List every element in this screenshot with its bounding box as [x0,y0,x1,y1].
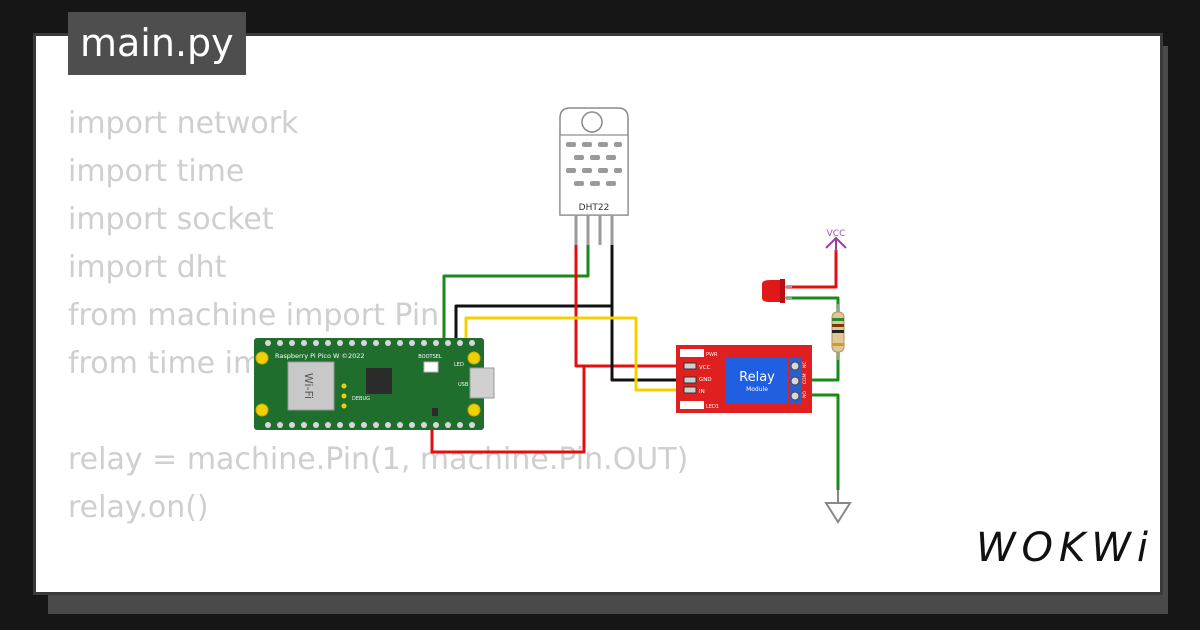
wire-resistor-relay [810,352,840,382]
relay-pin-label: GND [699,377,712,383]
relay-terminal-label: NC [802,361,808,368]
relay-module[interactable]: Relay Module PWR LED1 VCC GND IN NC COM … [676,345,812,413]
pico-bootsel-button[interactable] [423,361,439,373]
led[interactable] [762,279,792,303]
relay-terminal-label: COM [802,373,808,384]
pico-label: Raspberry Pi Pico W ©2022 [275,352,365,360]
relay-pwr-led [680,349,704,357]
relay-pin-label: VCC [699,365,711,371]
dht22-vents [566,142,622,186]
vcc-symbol: VCC [825,229,847,252]
wires [430,245,840,490]
relay-terminal-screws [790,361,800,401]
relay-terminal-label: NO [802,391,808,398]
relay-pwr-label: PWR [706,352,718,358]
pico-regulator [432,408,438,416]
code-line: import network [68,106,299,141]
pico-wifi-label: Wi-Fi [302,373,315,399]
dht22-sensor[interactable]: DHT22 [559,107,629,245]
pico-top-pins [265,340,475,346]
wire-dht-vcc [574,245,688,368]
wire-led-resistor [786,296,840,312]
pico-mount-holes [255,351,481,417]
pico-wifi-module [287,361,335,411]
pico-bootsel-label: BOOTSEL [418,354,442,360]
pico-usb-port[interactable] [469,367,495,399]
ground-symbol [824,490,852,524]
code-line: import socket [68,202,274,237]
ground-icon [824,502,852,524]
pico-debug-pads [341,383,347,409]
relay-led1 [680,401,704,409]
code-line: from machine import Pin [68,298,440,333]
relay-input-pins [683,362,697,394]
code-line: relay.on() [68,490,209,525]
dht22-label: DHT22 [579,203,610,213]
pico-led-label: LED [454,362,464,368]
wokwi-logo: WOKWi [976,525,1154,571]
pico-board[interactable]: Raspberry Pi Pico W ©2022 Wi-Fi BOOTSEL … [254,338,495,430]
wire-relay-gnd-out [810,393,840,490]
file-tab[interactable]: main.py [68,12,246,75]
code-line: import dht [68,250,227,285]
wire-pico-vcc [430,366,586,454]
resistor[interactable] [831,304,845,360]
code-line: import time [68,154,245,189]
wire-relay-in [464,316,688,392]
wire-dht-gnd [454,245,614,340]
vcc-arrow-icon [825,236,847,252]
pico-usb-label: USB [458,382,469,388]
relay-coil [726,358,788,404]
wire-relay-gnd [610,306,688,382]
relay-led1-label: LED1 [706,404,719,410]
relay-title: Relay [739,370,775,385]
relay-subtitle: Module [746,386,768,393]
pico-chip [366,368,392,394]
wire-dht-data [442,245,590,340]
relay-pin-label: IN [699,389,705,395]
pico-debug-label: DEBUG [352,396,370,402]
pico-bottom-pins [265,422,475,428]
vcc-label: VCC [827,229,846,239]
code-line: relay = machine.Pin(1, machine.Pin.OUT) [68,442,689,477]
dht22-pins [574,215,614,245]
wire-vcc-led [786,250,838,289]
